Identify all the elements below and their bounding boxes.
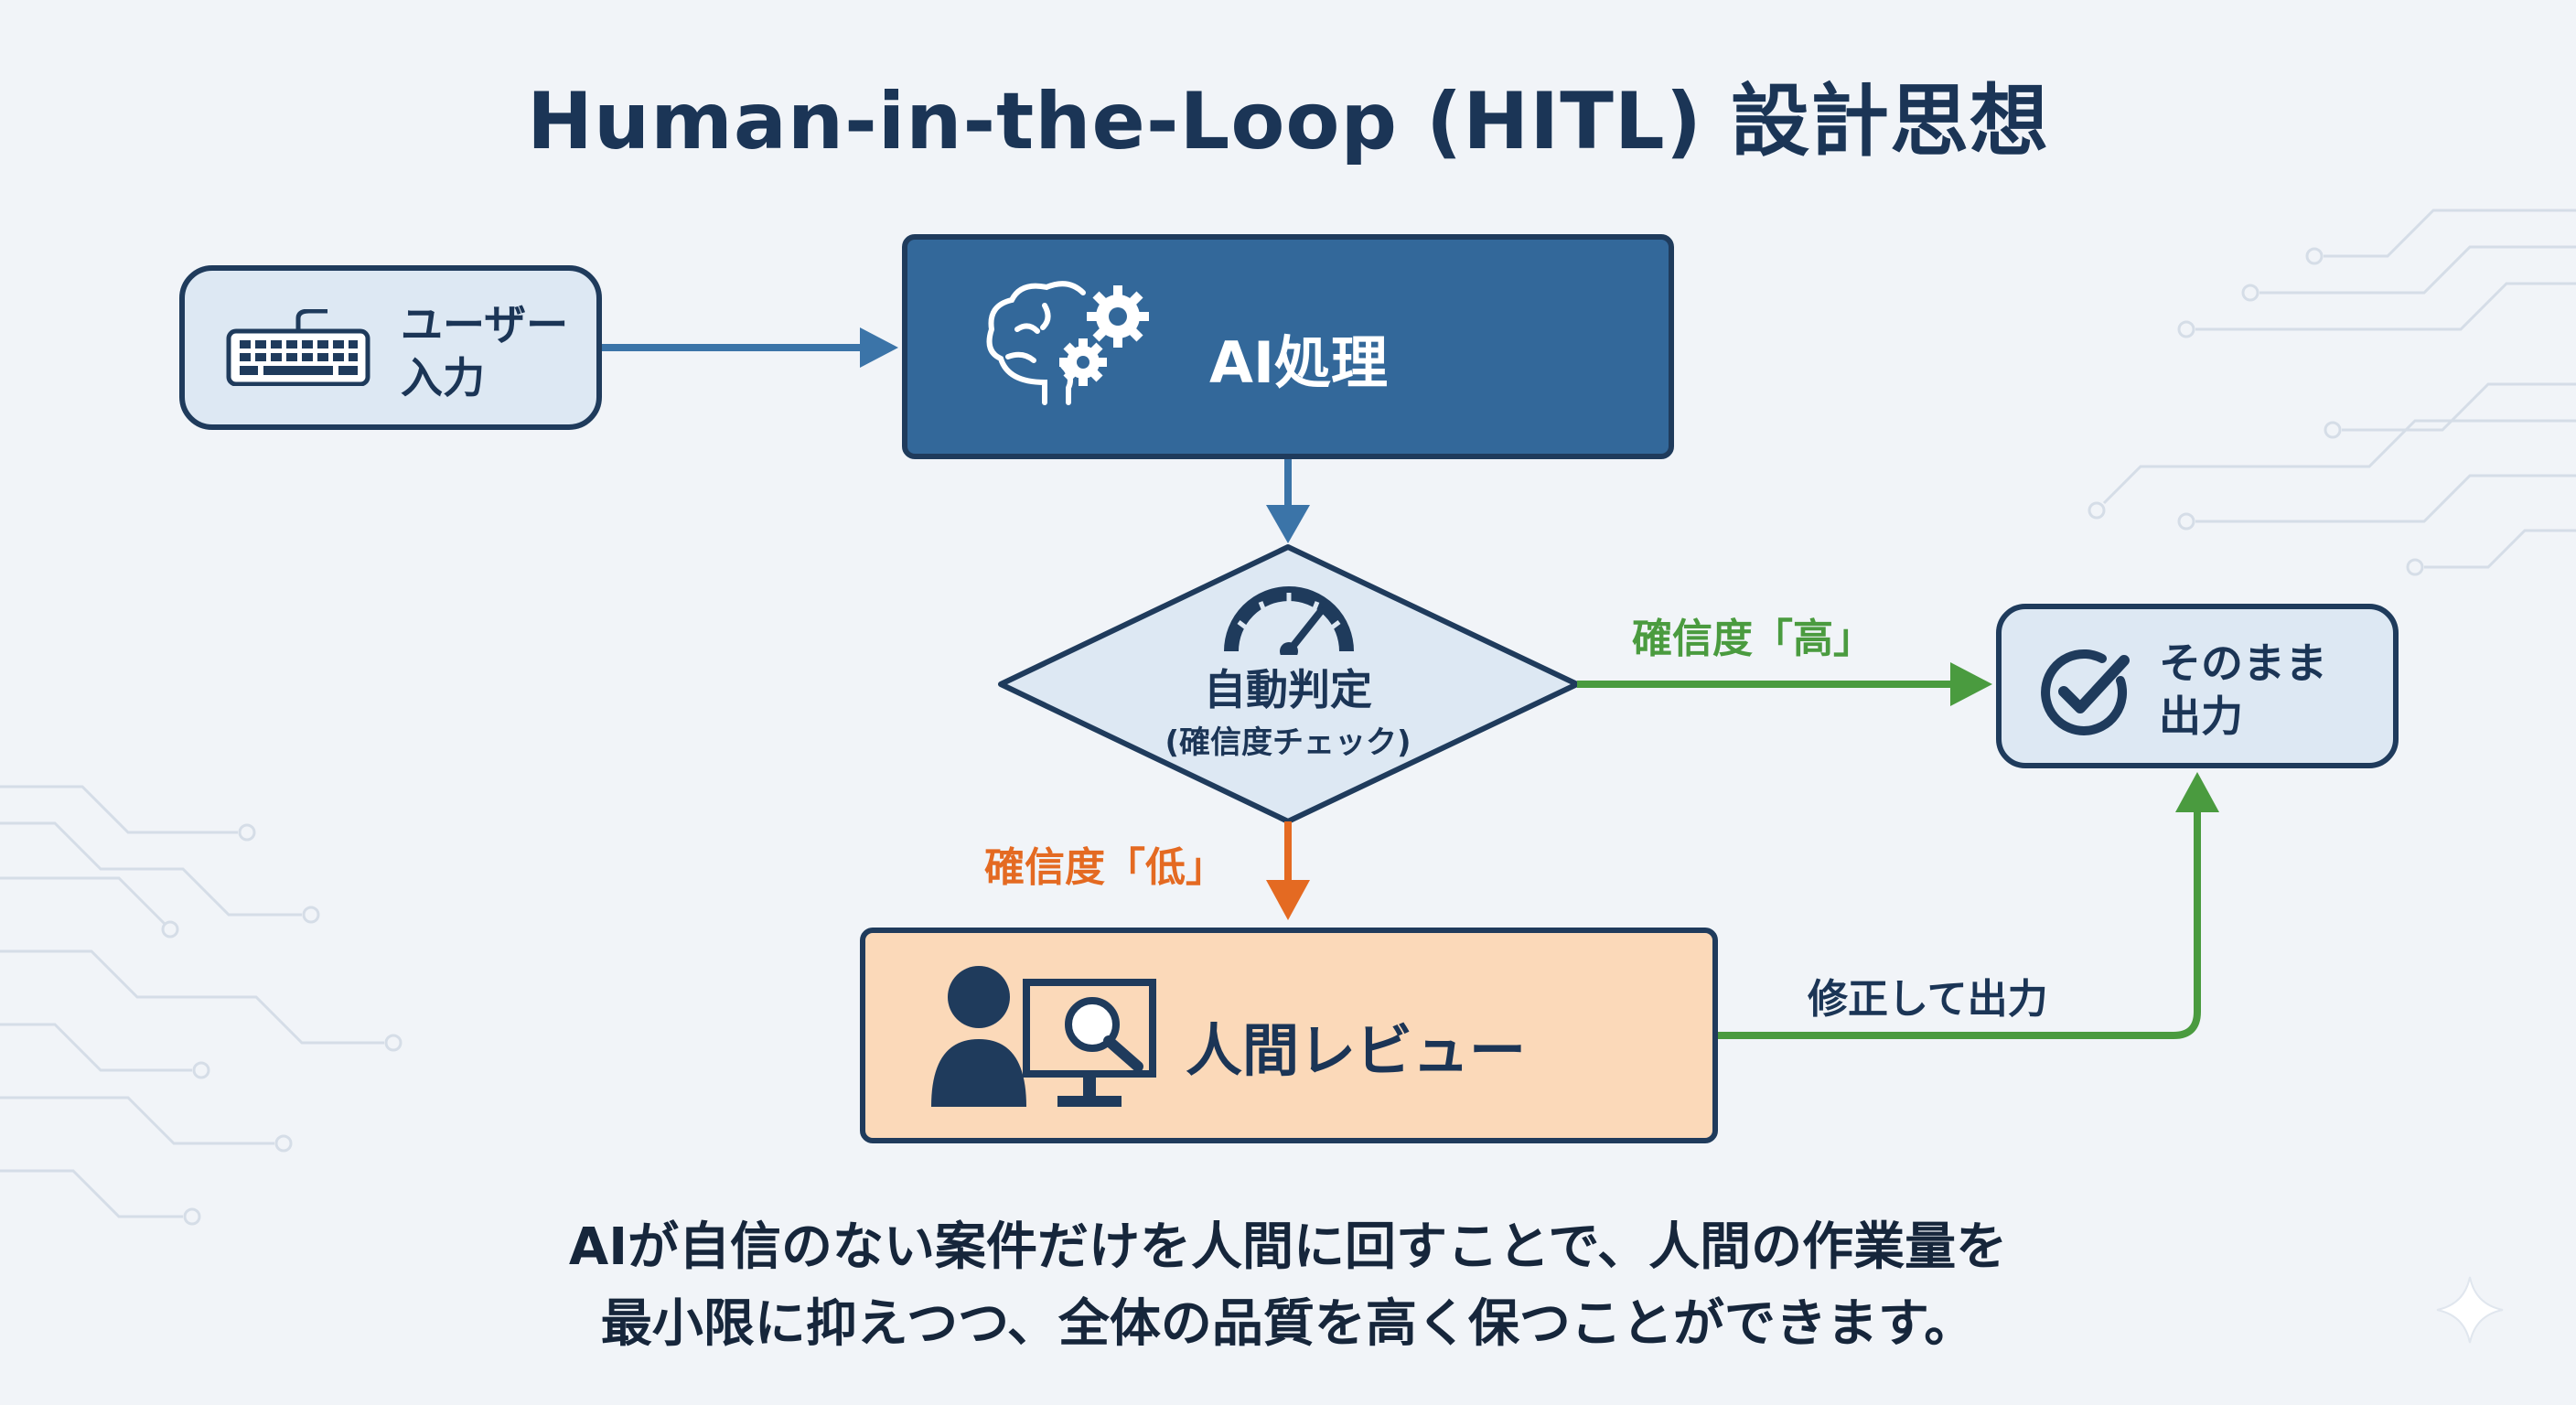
keyboard-icon — [226, 309, 370, 386]
corrected-output-label: 修正して出力 — [1808, 976, 2048, 1023]
direct-output-label: そのまま 出力 — [2159, 637, 2378, 743]
arrow-ai-to-judge — [1266, 459, 1310, 543]
low-confidence-label: 確信度「低」 — [984, 844, 1226, 891]
gauge-icon — [1224, 586, 1354, 655]
high-confidence-label: 確信度「高」 — [1632, 616, 1873, 662]
direct-output-label-line2: 出力 — [2159, 692, 2243, 741]
arrow-high-confidence — [1577, 662, 1992, 706]
user-input-label-line2: 入力 — [401, 353, 485, 402]
user-input-label-line1: ユーザー — [401, 300, 569, 349]
circuit-decoration-left — [0, 785, 402, 1226]
ai-process-label: AI処理 — [1209, 329, 1389, 396]
brain-gears-icon — [986, 281, 1149, 405]
user-input-node: ユーザー 入力 — [179, 265, 602, 430]
arrow-corrected-output — [1718, 772, 2219, 1039]
auto-judge-label: 自動判定 — [1204, 665, 1372, 714]
direct-output-label-line1: そのまま — [2159, 638, 2327, 688]
caption-line2: 最小限に抑えつつ、全体の品質を高く保つことができます。 — [600, 1294, 1976, 1354]
human-review-label: 人間レビュー — [1186, 1017, 1527, 1084]
auto-judge-sublabel: (確信度チェック) — [1165, 724, 1411, 761]
ai-process-node: AI処理 — [902, 234, 1674, 459]
circuit-decoration-right — [2088, 209, 2576, 576]
arrow-user-to-ai — [602, 327, 898, 368]
page-title: Human-in-the-Loop (HITL) 設計思想 — [527, 76, 2049, 167]
check-circle-icon — [2041, 649, 2130, 735]
sparkle-icon — [2436, 1276, 2504, 1344]
person-monitor-icon — [931, 966, 1156, 1107]
arrow-low-confidence — [1266, 821, 1310, 920]
user-input-label: ユーザー 入力 — [401, 298, 584, 404]
direct-output-node: そのまま 出力 — [1996, 604, 2399, 768]
human-review-node: 人間レビュー — [860, 928, 1718, 1143]
caption-line1: AIが自信のない案件だけを人間に回すことで、人間の作業量を — [568, 1217, 2008, 1277]
